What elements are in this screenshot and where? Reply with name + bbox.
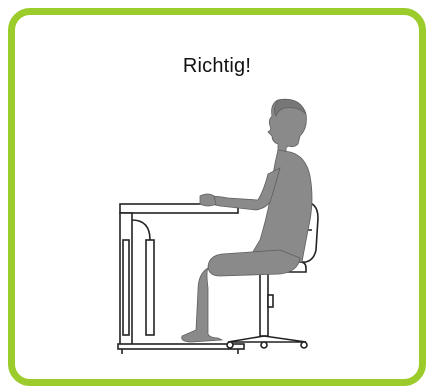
person-silhouette-icon	[182, 99, 312, 342]
correct-sitting-posture-illustration	[110, 90, 340, 360]
posture-card: Richtig!	[8, 8, 426, 386]
desk-icon	[118, 204, 244, 354]
posture-svg	[110, 90, 340, 360]
caption-title: Richtig!	[15, 55, 419, 78]
